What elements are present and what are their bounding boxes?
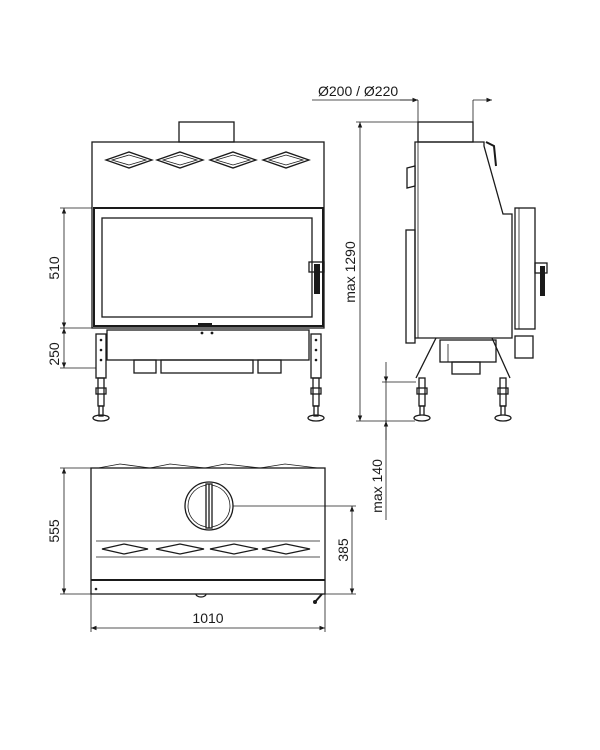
side-small-tab bbox=[406, 165, 416, 189]
front-door-handle bbox=[314, 264, 320, 294]
front-body bbox=[91, 141, 325, 329]
front-glass bbox=[101, 217, 313, 318]
dim-total-height: max 1290 bbox=[342, 241, 358, 303]
side-rear-hook bbox=[485, 141, 497, 167]
front-left-leg bbox=[92, 333, 110, 422]
front-door-latch bbox=[198, 323, 212, 327]
dim-flue-offset: 385 bbox=[335, 538, 351, 562]
dim-flue-diameter: Ø200 / Ø220 bbox=[318, 83, 398, 99]
front-door-frame bbox=[93, 207, 324, 327]
dim-base-height: 250 bbox=[46, 342, 62, 366]
front-right-leg bbox=[307, 333, 325, 422]
front-base-plate bbox=[106, 329, 310, 361]
dim-door-height: 510 bbox=[46, 256, 62, 280]
top-edge-diamonds bbox=[97, 463, 319, 469]
dim-width: 1010 bbox=[192, 610, 223, 626]
side-flue-collar bbox=[417, 121, 474, 143]
side-front-leg bbox=[413, 377, 431, 422]
side-door-handle bbox=[540, 266, 545, 296]
front-view: 510 250 bbox=[46, 121, 325, 422]
front-vent-diamonds bbox=[104, 151, 311, 169]
side-rear-leg bbox=[494, 377, 512, 422]
side-door-profile bbox=[514, 207, 536, 330]
top-view: 555 385 1010 bbox=[46, 463, 356, 632]
top-flue-circle bbox=[184, 481, 234, 531]
side-body bbox=[414, 141, 513, 339]
side-view: Ø200 / Ø220 max 1290 max 140 bbox=[312, 83, 548, 520]
front-flue-collar bbox=[178, 121, 235, 143]
side-panel bbox=[405, 229, 416, 344]
top-body bbox=[90, 467, 326, 595]
top-vent-diamonds bbox=[101, 543, 311, 555]
dim-leg-height: max 140 bbox=[369, 459, 385, 513]
dim-depth: 555 bbox=[46, 519, 62, 543]
